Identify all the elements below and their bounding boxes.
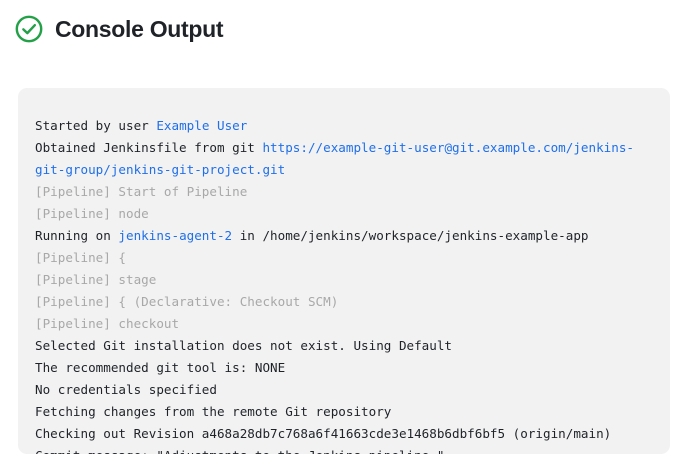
log-line: [Pipeline] { — [35, 250, 126, 265]
log-text: Checking out Revision a468a28db7c768a6f4… — [35, 425, 612, 441]
log-line: The recommended git tool is: NONE — [35, 360, 285, 375]
log-link[interactable]: Example User — [156, 117, 248, 133]
log-text: [Pipeline] Start of Pipeline — [35, 183, 248, 199]
log-line: Commit message: "Adjustments to the Jenk… — [35, 448, 444, 454]
log-link[interactable]: https://example-git-user@git.example.com… — [35, 139, 634, 177]
log-text: [Pipeline] checkout — [35, 315, 180, 331]
page-header: Console Output — [0, 0, 686, 44]
log-line: [Pipeline] node — [35, 206, 149, 221]
log-text: [Pipeline] stage — [35, 271, 157, 287]
log-text: [Pipeline] { — [35, 249, 126, 265]
log-line: [Pipeline] stage — [35, 272, 156, 287]
log-line: Obtained Jenkinsfile from git https://ex… — [35, 140, 634, 177]
log-text: Commit message: "Adjustments to the Jenk… — [35, 448, 444, 454]
log-text: Started by user — [35, 117, 157, 133]
log-text: Selected Git installation does not exist… — [35, 337, 453, 353]
log-text: Fetching changes from the remote Git rep… — [35, 403, 392, 419]
page-title: Console Output — [55, 15, 224, 42]
log-text: No credentials specified — [35, 381, 217, 397]
log-text: [Pipeline] node — [35, 205, 149, 221]
log-line: Started by user Example User — [35, 118, 247, 133]
log-line: [Pipeline] Start of Pipeline — [35, 184, 247, 199]
check-circle-icon — [15, 15, 43, 43]
log-text: The recommended git tool is: NONE — [35, 359, 286, 375]
log-text: [Pipeline] { (Declarative: Checkout SCM) — [35, 293, 339, 309]
log-line: Fetching changes from the remote Git rep… — [35, 404, 391, 419]
log-line: Checking out Revision a468a28db7c768a6f4… — [35, 426, 611, 441]
console-output-panel[interactable]: Started by user Example User Obtained Je… — [18, 88, 670, 454]
log-line: No credentials specified — [35, 382, 217, 397]
log-line: Selected Git installation does not exist… — [35, 338, 452, 353]
log-line: Running on jenkins-agent-2 in /home/jenk… — [35, 228, 589, 243]
log-text: Obtained Jenkinsfile from git — [35, 139, 263, 155]
console-log[interactable]: Started by user Example User Obtained Je… — [18, 101, 670, 454]
log-text: in /home/jenkins/workspace/jenkins-examp… — [232, 227, 589, 243]
log-line: [Pipeline] { (Declarative: Checkout SCM) — [35, 294, 338, 309]
log-line: [Pipeline] checkout — [35, 316, 179, 331]
log-link[interactable]: jenkins-agent-2 — [118, 227, 233, 243]
log-text: Running on — [35, 227, 119, 243]
